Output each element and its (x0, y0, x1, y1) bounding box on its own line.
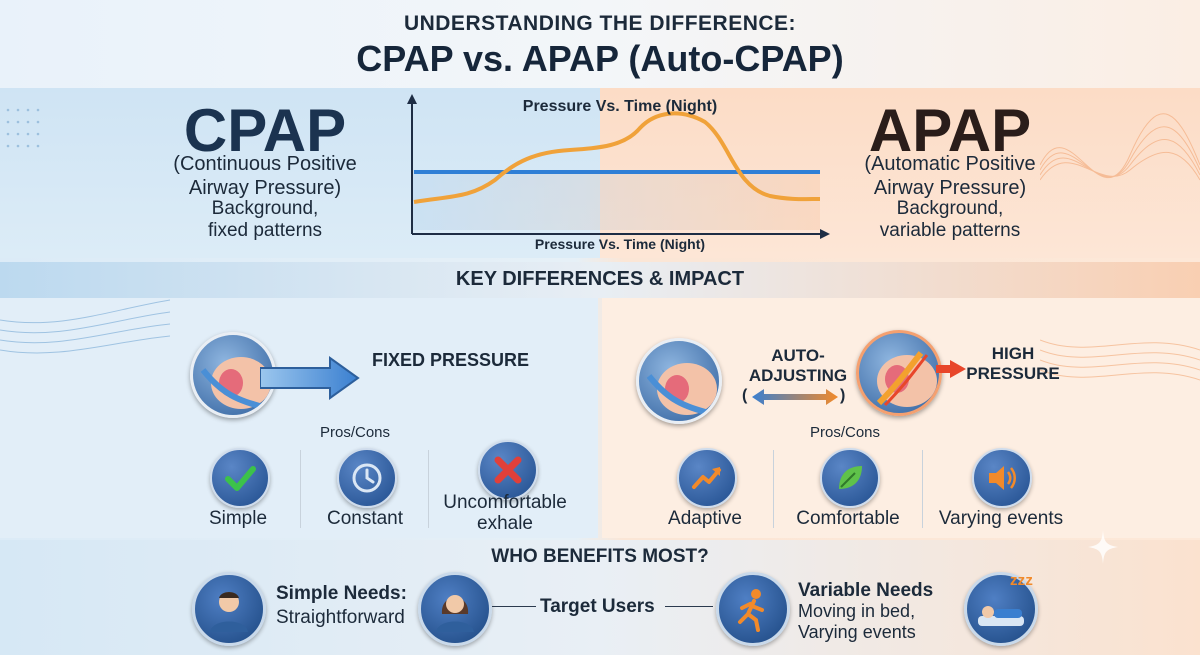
moving-person-icon (716, 572, 790, 646)
divider (300, 450, 301, 528)
variable-needs-line2: Varying events (798, 622, 916, 642)
apap-note-line1: Background, (896, 198, 1004, 219)
line-decoration-right-icon (1040, 339, 1200, 381)
exhale-label: exhale (477, 513, 533, 534)
adjusting-label: ADJUSTING (748, 366, 848, 385)
leaf-icon (820, 448, 880, 508)
key-differences-band (0, 262, 1200, 298)
line-decoration-icon (0, 299, 170, 354)
check-icon (210, 448, 270, 508)
connector-line-left (492, 606, 536, 607)
wave-decoration-icon (1040, 113, 1200, 181)
auto-adjusting-label: AUTO- ADJUSTING (748, 346, 848, 386)
fixed-pressure-arrow-icon (260, 356, 360, 400)
cpap-note-line2: fixed patterns (207, 220, 323, 241)
high-pressure-arrow-icon (936, 360, 966, 378)
adaptive-label: Adaptive (668, 508, 742, 529)
apap-note: Background, variable patterns (825, 198, 1075, 242)
dot-pattern-icon (6, 108, 40, 148)
header-band (0, 0, 1200, 88)
uncomfortable-label: Uncomfortable (443, 492, 567, 513)
high-label: HIGH (991, 344, 1035, 363)
who-benefits-title: WHO BENEFITS MOST? (491, 546, 709, 567)
comfortable-label: Comfortable (796, 508, 900, 529)
simple-needs-desc: Straightforward (276, 607, 405, 628)
apap-pros-cons-label: Pros/Cons (809, 424, 881, 441)
chart-x-label: Pressure Vs. Time (Night) (534, 236, 706, 252)
simple-label: Simple (208, 508, 268, 529)
cpap-note: Background, fixed patterns (140, 198, 390, 242)
header-subtitle: UNDERSTANDING THE DIFFERENCE: (403, 12, 797, 35)
apap-patient-face-icon (636, 338, 722, 424)
connector-line-right (665, 606, 713, 607)
cpap-pros-cons-label: Pros/Cons (319, 424, 391, 441)
apap-fullname: (Automatic Positive Airway Pressure) (825, 152, 1075, 200)
high-pressure-face-icon (856, 330, 942, 416)
apap-fullname-line2: Airway Pressure) (873, 177, 1027, 199)
clock-icon (337, 448, 397, 508)
trend-up-icon (677, 448, 737, 508)
varying-events-label: Varying events (938, 508, 1064, 529)
paren-open: ( (742, 387, 748, 404)
pressure-time-chart (407, 94, 830, 239)
target-users-label: Target Users (540, 596, 655, 617)
sleeping-person-icon (964, 572, 1038, 646)
sparkle-icon (1088, 530, 1118, 564)
apap-pressure-line (413, 111, 821, 204)
apap-fullname-line1: (Automatic Positive (864, 153, 1036, 175)
cpap-fullname: (Continuous Positive Airway Pressure) (140, 152, 390, 200)
cpap-fullname-line2: Airway Pressure) (188, 177, 342, 199)
cpap-patient-face-icon (190, 332, 276, 418)
bidirectional-arrow-icon (752, 389, 838, 405)
male-user-icon (192, 572, 266, 646)
paren-close: ) (840, 387, 846, 404)
variable-needs-title: Variable Needs (798, 580, 934, 601)
page-title: CPAP vs. APAP (Auto-CPAP) (356, 38, 844, 79)
chart-shaded-area (412, 170, 820, 230)
pressure-label: PRESSURE (966, 364, 1060, 383)
apap-note-line2: variable patterns (879, 220, 1021, 241)
speaker-icon (972, 448, 1032, 508)
x-icon (478, 440, 538, 500)
zzz-text: z z z (1010, 572, 1033, 589)
high-pressure-label: HIGH PRESSURE (958, 344, 1068, 384)
cpap-fullname-line1: (Continuous Positive (173, 153, 357, 175)
simple-needs-text: Simple Needs: Straightforward (276, 582, 407, 630)
constant-label: Constant (326, 508, 404, 529)
key-differences-title: KEY DIFFERENCES & IMPACT (455, 268, 745, 290)
chart-title: Pressure Vs. Time (Night) (522, 98, 718, 115)
fixed-pressure-label: FIXED PRESSURE (372, 350, 530, 370)
cpap-note-line1: Background, (211, 198, 319, 219)
apap-name: APAP (868, 97, 1032, 164)
variable-needs-text: Variable Needs Moving in bed, Varying ev… (798, 580, 958, 643)
cpap-name: CPAP (183, 97, 347, 164)
divider (428, 450, 429, 528)
chart-x-arrow-icon (820, 229, 830, 239)
divider (922, 450, 923, 528)
auto-label: AUTO- (771, 346, 825, 365)
simple-needs-title: Simple Needs: (276, 583, 407, 604)
chart-y-arrow-icon (407, 94, 417, 104)
divider (773, 450, 774, 528)
variable-needs-line1: Moving in bed, (798, 601, 916, 621)
uncomfortable-exhale-label: Uncomfortable exhale (430, 492, 580, 534)
female-user-icon (418, 572, 492, 646)
